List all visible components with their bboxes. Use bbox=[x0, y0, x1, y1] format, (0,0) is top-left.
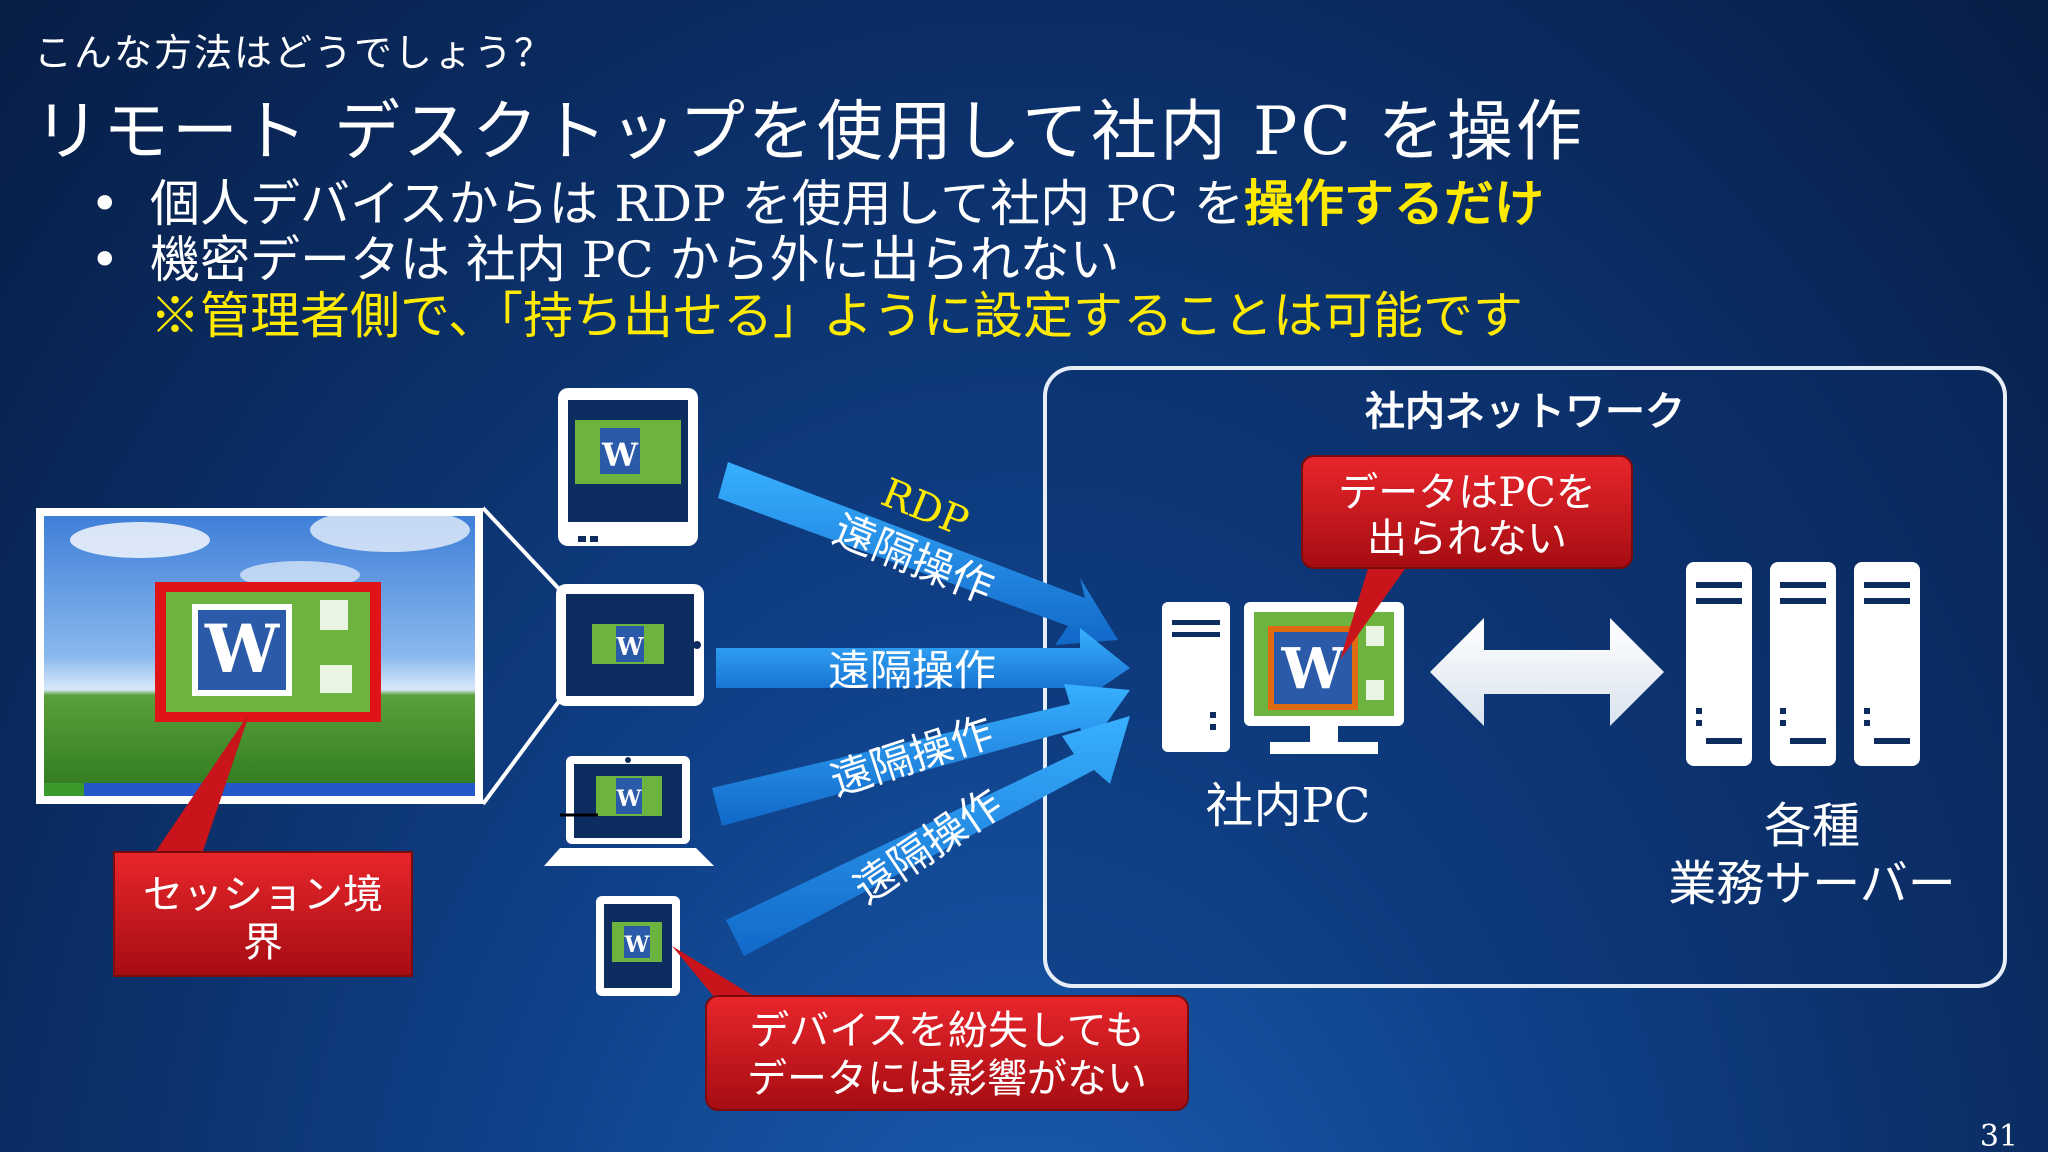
callout-data-line1: データはPCを bbox=[1338, 470, 1596, 516]
network-label: 社内ネットワーク bbox=[1365, 388, 1685, 435]
business-servers bbox=[1686, 562, 1920, 766]
callout-data-stays: データはPCを 出られない bbox=[1301, 455, 1633, 660]
bullet-list: • 個人デバイスからは RDP を使用して社内 PC を操作するだけ • 機密デ… bbox=[90, 174, 1544, 345]
zoom-line bbox=[481, 698, 562, 806]
rdp-arrow-3 bbox=[712, 684, 1130, 826]
phone-device: W bbox=[596, 896, 680, 996]
arrow-label: 遠隔操作 bbox=[845, 779, 1012, 914]
server bbox=[1854, 562, 1920, 766]
word-app-icon: W bbox=[616, 786, 642, 812]
internal-pc: W bbox=[1162, 602, 1404, 754]
word-app-icon: W bbox=[624, 932, 650, 958]
laptop-device: W bbox=[544, 756, 714, 866]
word-app-icon: W bbox=[601, 436, 639, 474]
word-app-icon: W bbox=[616, 632, 645, 661]
callout-device-line1: デバイスを紛失しても bbox=[749, 1008, 1145, 1054]
tablet-portrait-device: W bbox=[558, 388, 698, 546]
double-arrow bbox=[1430, 618, 1664, 726]
rdp-arrow-1 bbox=[718, 462, 1118, 645]
rdp-arrow-2 bbox=[716, 628, 1130, 702]
rdp-arrow-4 bbox=[726, 716, 1130, 956]
servers-label-line1: 各種 bbox=[1764, 798, 1860, 854]
slide-subtitle: こんな方法はどうでしょう？ bbox=[34, 31, 555, 75]
bullet-text: 個人デバイスからは RDP を使用して社内 PC を bbox=[150, 175, 1244, 233]
servers-label-line2: 業務サーバー bbox=[1668, 856, 1956, 912]
callout-session-boundary: セッション境 界 bbox=[113, 712, 413, 977]
callout-device-line2: データには影響がない bbox=[747, 1056, 1147, 1102]
callout-session-line1: セッション境 bbox=[143, 872, 383, 918]
server bbox=[1770, 562, 1836, 766]
callout-data-line2: 出られない bbox=[1367, 516, 1567, 562]
server bbox=[1686, 562, 1752, 766]
bullet-text: 機密データは 社内 PC から外に出られない bbox=[150, 231, 1120, 289]
callout-session-line2: 界 bbox=[243, 920, 283, 966]
word-app-icon: W bbox=[204, 610, 280, 688]
callout-device-loss: デバイスを紛失しても データには影響がない bbox=[672, 946, 1189, 1111]
bullet-dot: • bbox=[90, 231, 120, 289]
arrow-label: 遠隔操作 bbox=[828, 646, 996, 695]
zoom-line bbox=[481, 506, 562, 592]
desktop-screenshot: W bbox=[36, 508, 483, 804]
page-number: 31 bbox=[1980, 1119, 2018, 1152]
pc-label: 社内PC bbox=[1205, 778, 1370, 834]
bullet-item: • 機密データは 社内 PC から外に出られない bbox=[90, 232, 1544, 288]
bullet-dot: • bbox=[90, 175, 120, 233]
bullet-item: • 個人デバイスからは RDP を使用して社内 PC を操作するだけ bbox=[90, 174, 1544, 233]
tablet-landscape-device: W bbox=[556, 584, 704, 706]
word-app-icon: W bbox=[1281, 636, 1346, 702]
admin-note: ※管理者側で、「持ち出せる」ように設定することは可能です bbox=[150, 287, 1523, 345]
bullet-highlight: 操作するだけ bbox=[1243, 174, 1544, 233]
slide-title: リモート デスクトップを使用して社内 PC を操作 bbox=[34, 93, 1585, 170]
